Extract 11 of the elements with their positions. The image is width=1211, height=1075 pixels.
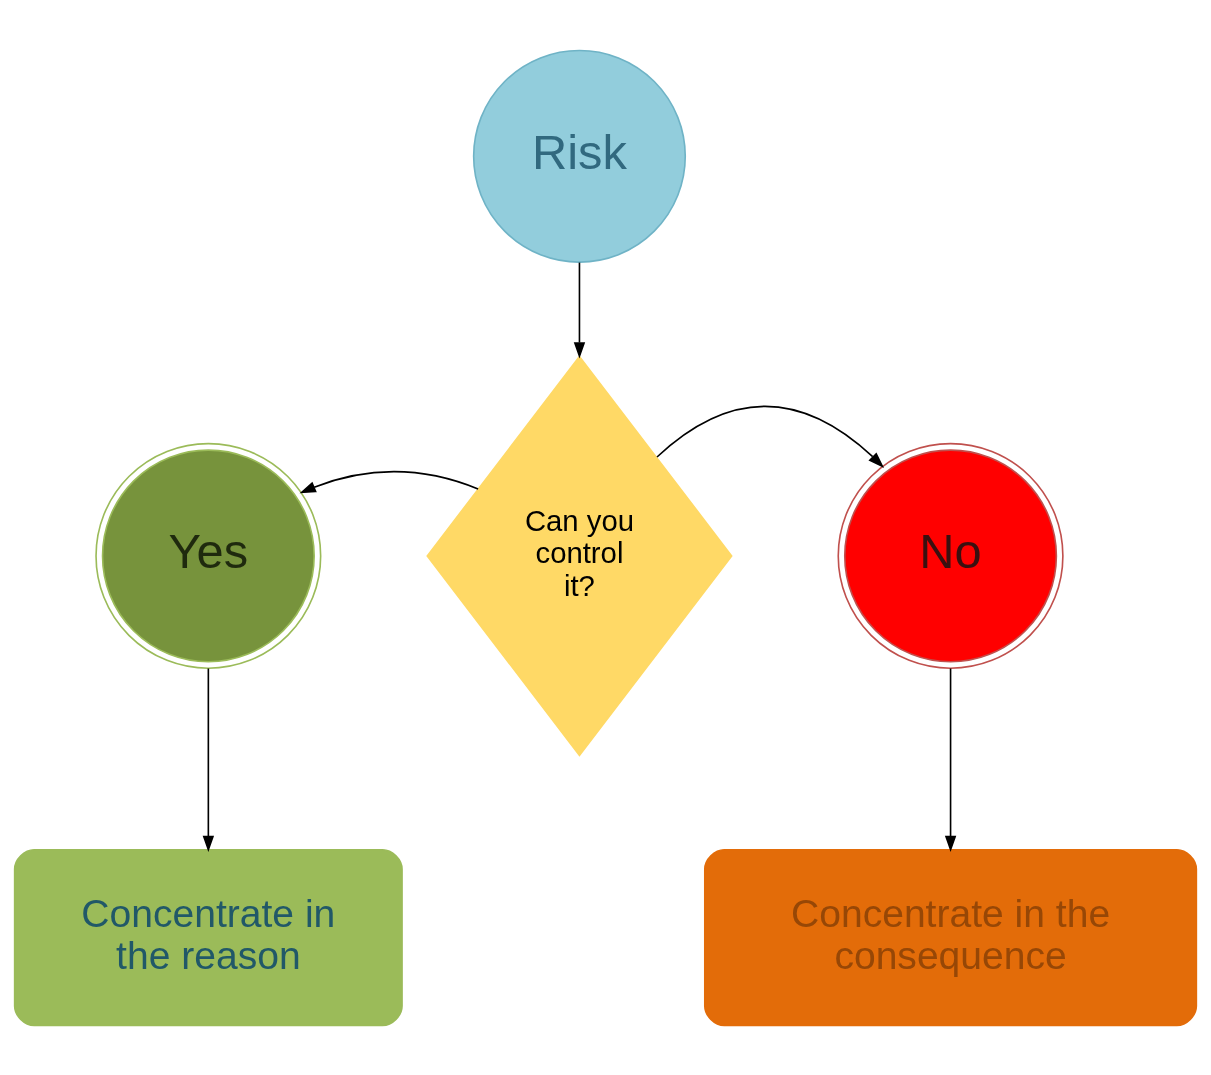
arrow xyxy=(656,405,885,468)
arrow xyxy=(573,261,586,359)
node-box: Concentrate in the reason xyxy=(13,848,403,1026)
node-diamond: Can you control it? xyxy=(426,354,733,757)
arrow xyxy=(202,667,215,852)
arrow xyxy=(944,667,957,852)
node-circle: Risk xyxy=(472,49,687,263)
node-box: Concentrate in the consequence xyxy=(703,848,1198,1026)
node-circle: No xyxy=(837,442,1064,669)
arrow xyxy=(299,470,479,493)
node-circle: Yes xyxy=(95,442,322,669)
